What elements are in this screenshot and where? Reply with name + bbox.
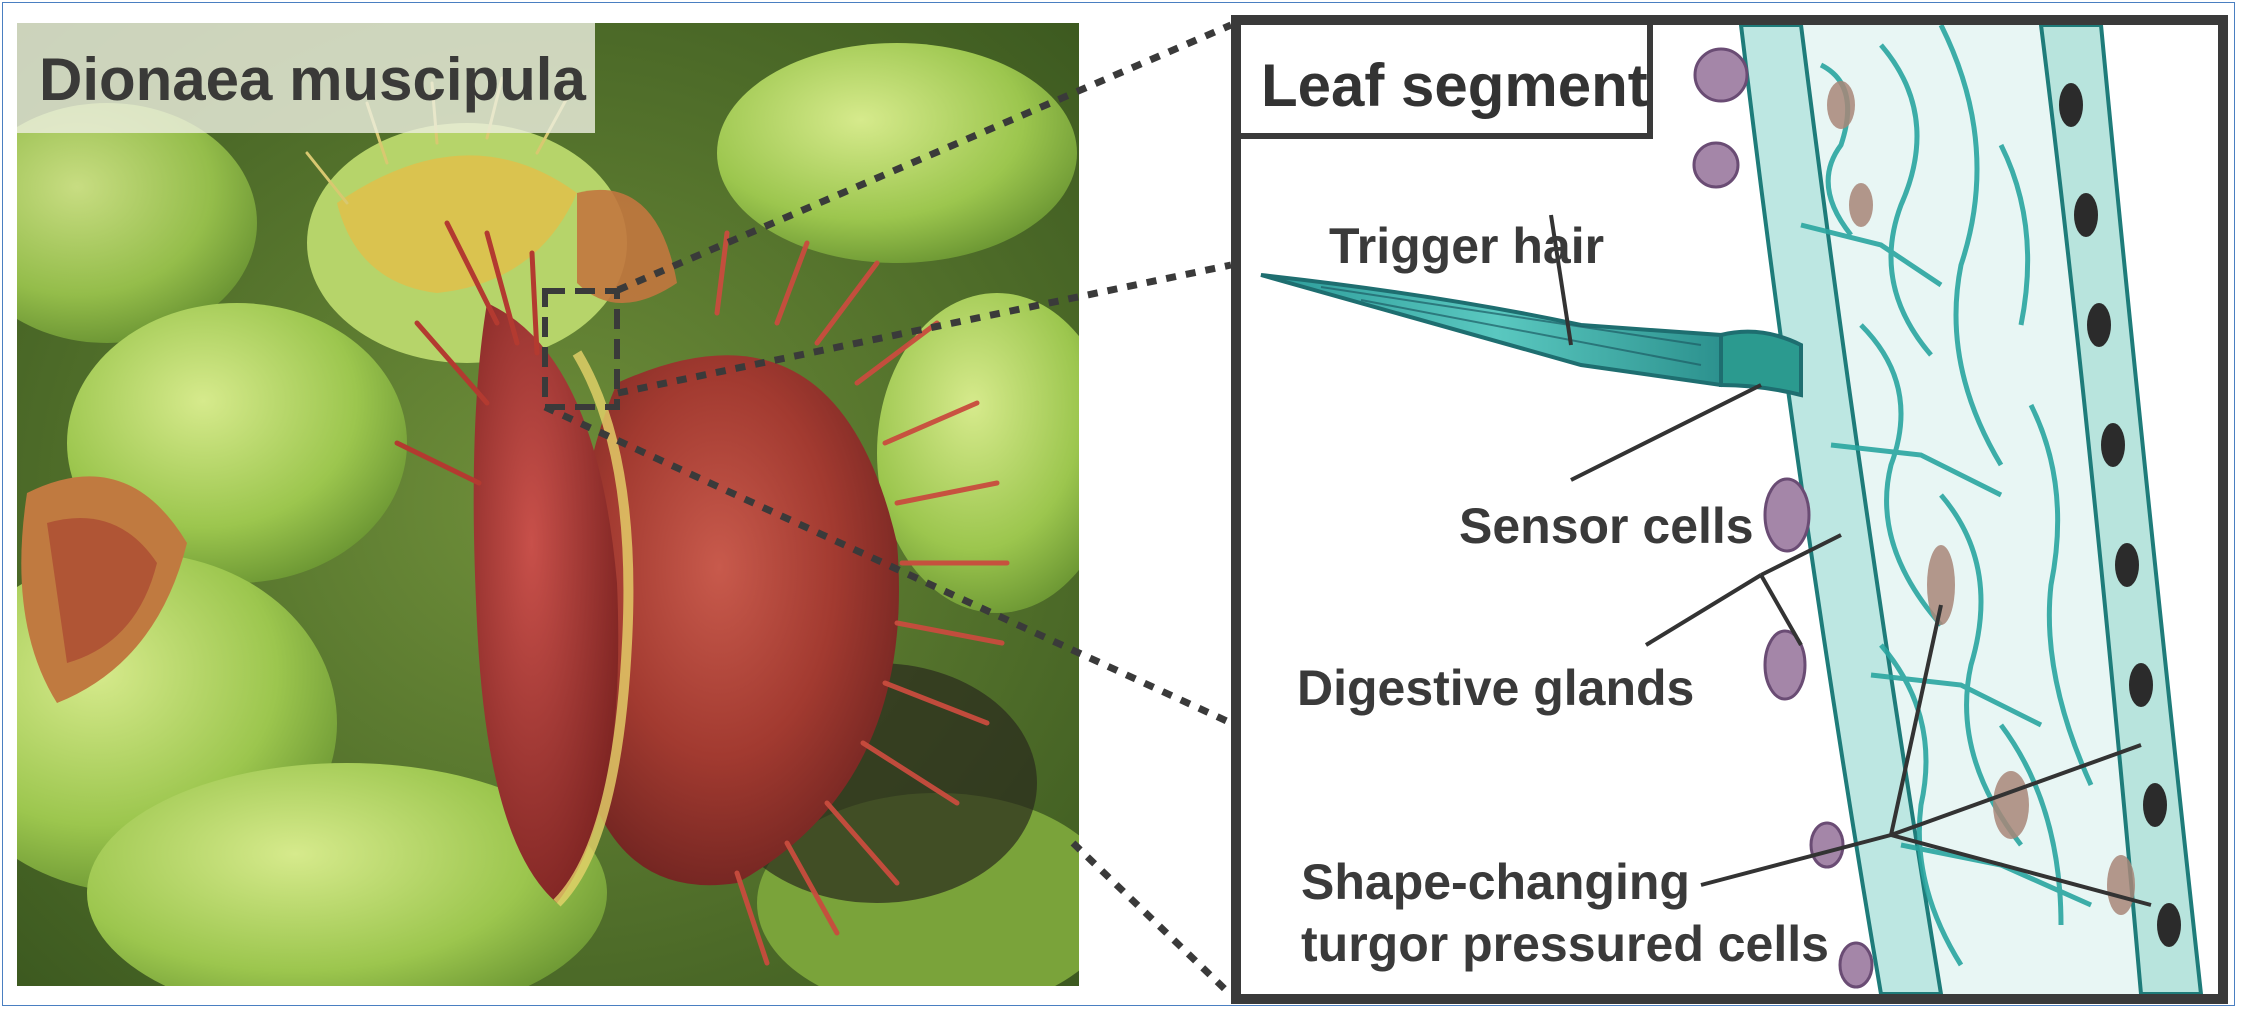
photo-title: Dionaea muscipula xyxy=(39,45,586,114)
segment-title: Leaf segment xyxy=(1261,51,1648,120)
venus-flytrap-photo: Dionaea muscipula xyxy=(17,23,1079,986)
segment-title-box: Leaf segment xyxy=(1241,25,1653,139)
connector-bottom xyxy=(1073,843,1231,995)
leaf-segment-micrograph: Leaf segment Trigger hair Sensor cells D… xyxy=(1231,15,2228,1004)
label-sensor-cells: Sensor cells xyxy=(1459,495,1754,557)
label-shape-changing-line1: Shape-changing xyxy=(1301,851,1690,913)
label-shape-changing-line2: turgor pressured cells xyxy=(1301,913,1829,975)
label-digestive-glands: Digestive glands xyxy=(1297,657,1694,719)
photo-title-box: Dionaea muscipula xyxy=(17,23,595,133)
label-trigger-hair: Trigger hair xyxy=(1329,215,1604,277)
flytrap-illustration xyxy=(17,23,1079,986)
